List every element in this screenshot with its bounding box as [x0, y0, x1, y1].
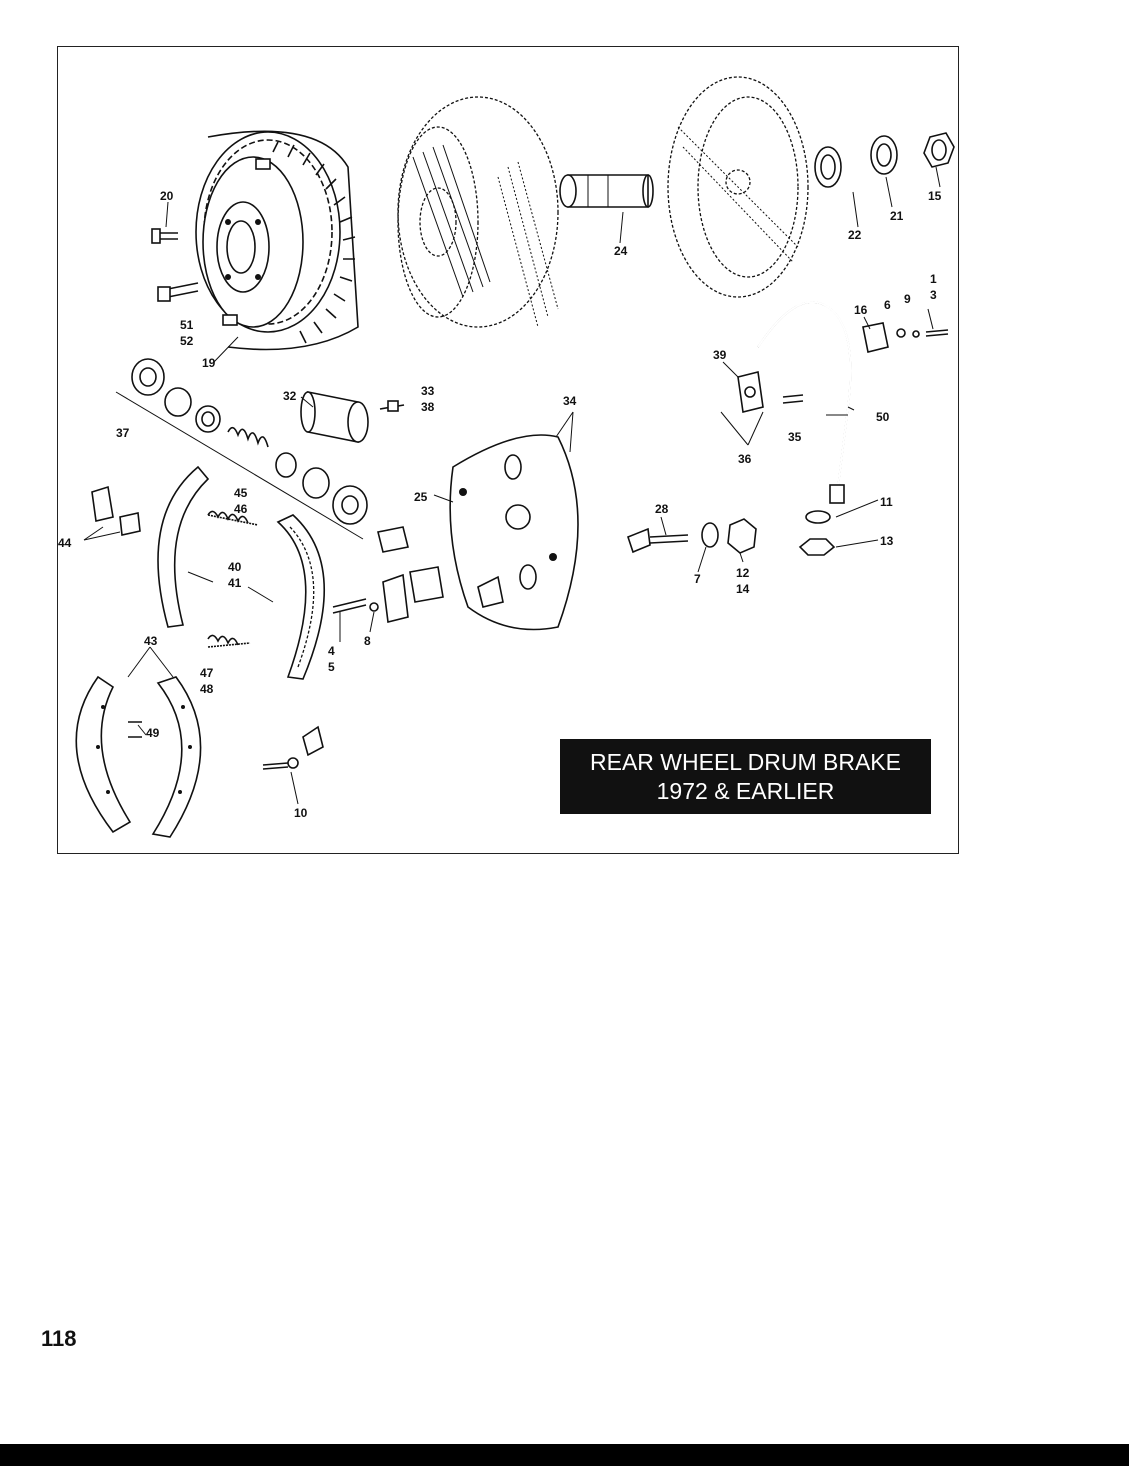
brake-line-hardware-illustration — [627, 301, 949, 556]
callout-19: 19 — [202, 356, 216, 370]
callout-labels: 1 3 4 5 6 7 8 9 10 11 12 13 14 15 16 19 … — [58, 189, 942, 820]
callout-4: 4 — [328, 644, 335, 658]
callout-16: 16 — [854, 303, 868, 317]
callout-50: 50 — [876, 410, 890, 424]
callout-38: 38 — [421, 400, 435, 414]
callout-12: 12 — [736, 566, 750, 580]
parts-diagram-frame: 1 3 4 5 6 7 8 9 10 11 12 13 14 15 16 19 … — [57, 46, 959, 854]
brake-shoes-illustration — [157, 465, 325, 680]
bearing-spacer-nut-illustration — [814, 132, 955, 188]
callout-52: 52 — [180, 334, 194, 348]
callout-13: 13 — [880, 534, 894, 548]
figure-title-box: REAR WHEEL DRUM BRAKE 1972 & EARLIER — [560, 739, 931, 814]
drum-phantom-illustration — [397, 96, 559, 328]
callout-8: 8 — [364, 634, 371, 648]
callout-39: 39 — [713, 348, 727, 362]
callout-44: 44 — [58, 536, 72, 550]
callout-14: 14 — [736, 582, 750, 596]
brake-drum-sprocket-illustration — [195, 130, 359, 351]
callout-32: 32 — [283, 389, 297, 403]
callout-3: 3 — [930, 288, 937, 302]
wheel-cylinder-parts-illustration — [115, 358, 368, 540]
callout-5: 5 — [328, 660, 335, 674]
figure-subtitle: 1972 & EARLIER — [656, 777, 835, 804]
callout-10: 10 — [294, 806, 308, 820]
callout-15: 15 — [928, 189, 942, 203]
wheel-cylinder-body-illustration — [300, 391, 405, 443]
callout-41: 41 — [228, 576, 242, 590]
callout-9: 9 — [904, 292, 911, 306]
exploded-parts-diagram: 1 3 4 5 6 7 8 9 10 11 12 13 14 15 16 19 … — [58, 76, 955, 838]
callout-33: 33 — [421, 384, 435, 398]
bolts-illustration — [151, 228, 199, 302]
callout-51: 51 — [180, 318, 194, 332]
scan-edge-bar — [0, 1444, 1129, 1466]
callout-6: 6 — [884, 298, 891, 312]
axle-sleeve-illustration — [559, 174, 654, 208]
callout-35: 35 — [788, 430, 802, 444]
callout-34: 34 — [563, 394, 577, 408]
callout-43: 43 — [144, 634, 158, 648]
callout-1: 1 — [930, 272, 937, 286]
callout-48: 48 — [200, 682, 214, 696]
callout-24: 24 — [614, 244, 628, 258]
page-number: 118 — [41, 1326, 77, 1351]
callout-21: 21 — [890, 209, 904, 223]
brake-linings-illustration — [75, 675, 202, 838]
leader-lines — [83, 166, 941, 805]
callout-45: 45 — [234, 486, 248, 500]
callout-46: 46 — [234, 502, 248, 516]
backing-plate-phantom-illustration — [667, 76, 809, 298]
callout-49: 49 — [146, 726, 160, 740]
callout-28: 28 — [655, 502, 669, 516]
small-hardware-illustration — [91, 485, 444, 770]
callout-22: 22 — [848, 228, 862, 242]
callout-40: 40 — [228, 560, 242, 574]
callout-25: 25 — [414, 490, 428, 504]
callout-20: 20 — [160, 189, 174, 203]
callout-7: 7 — [694, 572, 701, 586]
callout-47: 47 — [200, 666, 214, 680]
callout-37: 37 — [116, 426, 130, 440]
callout-11: 11 — [880, 495, 893, 509]
backing-plate-illustration — [449, 434, 579, 631]
callout-36: 36 — [738, 452, 752, 466]
figure-title: REAR WHEEL DRUM BRAKE — [590, 748, 901, 775]
